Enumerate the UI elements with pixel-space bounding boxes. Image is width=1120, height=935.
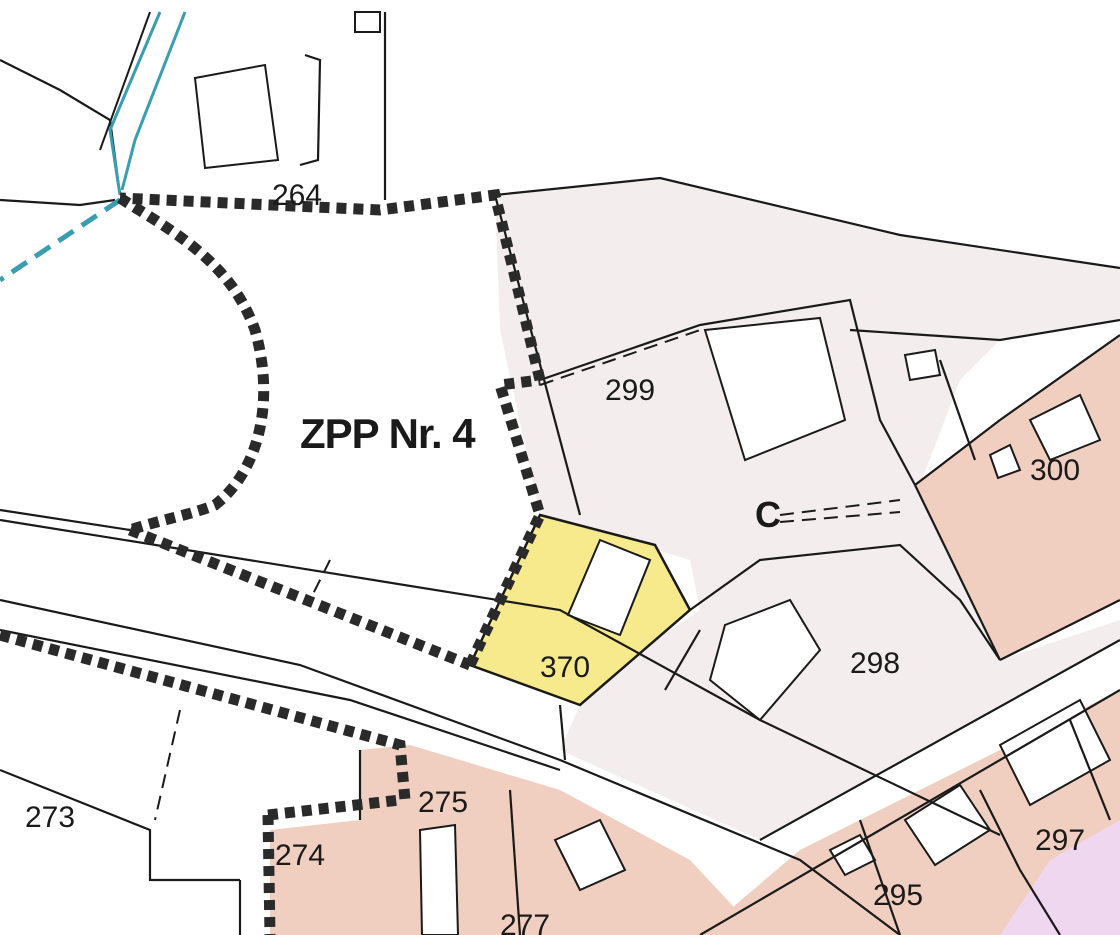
building-370 bbox=[566, 538, 652, 637]
parcel-area-pink-275[interactable] bbox=[270, 745, 760, 935]
zone-label: ZPP Nr. 4 bbox=[300, 410, 476, 457]
parcel-label-297: 297 bbox=[1035, 824, 1085, 857]
parcel-label-275: 275 bbox=[418, 786, 468, 819]
dashed-lines bbox=[154, 329, 901, 821]
parcel-area-purple[interactable] bbox=[1000, 820, 1120, 935]
parcel-label-274: 274 bbox=[275, 839, 325, 872]
parcel-boundaries bbox=[0, 12, 1120, 935]
parcel-label-295: 295 bbox=[873, 879, 923, 912]
parcel-label-300: 300 bbox=[1030, 454, 1080, 487]
waterway bbox=[0, 11, 187, 283]
parcel-label-298: 298 bbox=[850, 647, 900, 680]
zone-marker-c: C bbox=[755, 494, 781, 535]
parcel-label-273: 273 bbox=[25, 801, 75, 834]
zone-boundary bbox=[0, 188, 546, 935]
buildings bbox=[193, 11, 1112, 935]
parcel-label-277: 277 bbox=[500, 909, 550, 935]
parcel-label-370: 370 bbox=[540, 651, 590, 684]
parcel-area-299-298[interactable] bbox=[495, 178, 1120, 840]
parcel-label-264: 264 bbox=[272, 179, 322, 212]
parcel-label-299: 299 bbox=[605, 374, 655, 407]
